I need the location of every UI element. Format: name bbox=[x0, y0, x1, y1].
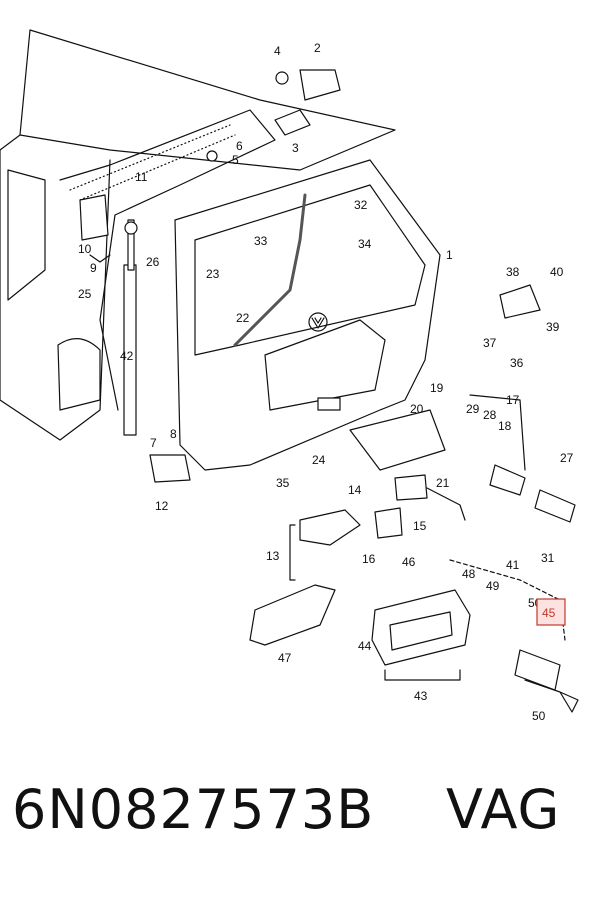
callout-33: 33 bbox=[254, 234, 268, 248]
callout-41: 41 bbox=[506, 558, 520, 572]
callout-19: 19 bbox=[430, 381, 444, 395]
inner-handle bbox=[299, 509, 361, 546]
callout-23: 23 bbox=[206, 267, 220, 281]
part-number: 6N0827573B bbox=[12, 778, 375, 841]
handle-43 bbox=[371, 589, 471, 666]
license-plate-recess bbox=[264, 319, 386, 411]
callout-50-key: 50 bbox=[532, 709, 546, 723]
car-rear-pillar bbox=[59, 109, 276, 411]
callout-45: 45 bbox=[542, 606, 556, 620]
callout-1: 1 bbox=[446, 248, 453, 262]
car-body-side bbox=[0, 134, 111, 441]
highlight-box bbox=[536, 598, 566, 626]
callout-25: 25 bbox=[78, 287, 92, 301]
callout-18: 18 bbox=[498, 419, 512, 433]
lock-bracket-38 bbox=[499, 284, 541, 319]
callout-29: 29 bbox=[466, 402, 480, 416]
car-roof-outline bbox=[19, 29, 396, 171]
callout-17: 17 bbox=[506, 393, 520, 407]
callout-2: 2 bbox=[314, 41, 321, 55]
license-plate bbox=[317, 397, 341, 411]
callout-26: 26 bbox=[146, 255, 160, 269]
key-50 bbox=[524, 679, 579, 713]
callout-39: 39 bbox=[546, 320, 560, 334]
callout-44: 44 bbox=[358, 639, 372, 653]
callout-35: 35 bbox=[276, 476, 290, 490]
hinge-part-2 bbox=[299, 69, 341, 101]
lock-cylinder-27 bbox=[534, 489, 576, 523]
callout-20: 20 bbox=[410, 402, 424, 416]
callout-10: 10 bbox=[78, 242, 92, 256]
callout-labels: 1 2 3 4 5 6 9 10 11 7 8 12 13 14 15 16 1… bbox=[78, 41, 574, 723]
callout-49: 49 bbox=[486, 579, 500, 593]
callout-42: 42 bbox=[120, 349, 134, 363]
highlighted-callout[interactable]: 45 bbox=[536, 598, 566, 626]
tailgate-outline bbox=[174, 159, 441, 471]
car-window-side bbox=[7, 169, 46, 301]
callout-11: 11 bbox=[135, 170, 148, 184]
callout-22: 22 bbox=[236, 311, 250, 325]
wiper-cable bbox=[233, 193, 307, 347]
handle-24 bbox=[349, 409, 446, 471]
brand: VAG bbox=[446, 778, 561, 841]
car-wheel-arch bbox=[57, 338, 101, 411]
callout-12: 12 bbox=[155, 499, 169, 513]
callout-28: 28 bbox=[483, 408, 497, 422]
callout-7: 7 bbox=[150, 436, 157, 450]
callout-32: 32 bbox=[354, 198, 368, 212]
handle-47 bbox=[249, 584, 336, 646]
callout-16: 16 bbox=[362, 552, 376, 566]
switch-21 bbox=[394, 474, 428, 501]
vw-logo bbox=[308, 312, 328, 332]
callout-21: 21 bbox=[436, 476, 450, 490]
callout-4: 4 bbox=[274, 44, 281, 58]
callout-31: 31 bbox=[541, 551, 555, 565]
callout-15: 15 bbox=[413, 519, 427, 533]
callout-8: 8 bbox=[170, 427, 177, 441]
callout-34: 34 bbox=[358, 237, 372, 251]
callout-3: 3 bbox=[292, 141, 299, 155]
callout-46: 46 bbox=[402, 555, 416, 569]
callout-48: 48 bbox=[462, 567, 476, 581]
lock-actuator bbox=[149, 454, 191, 483]
callout-27: 27 bbox=[560, 451, 574, 465]
callout-38: 38 bbox=[506, 265, 520, 279]
callout-13: 13 bbox=[266, 549, 280, 563]
callout-6: 6 bbox=[236, 139, 243, 153]
callout-40: 40 bbox=[550, 265, 564, 279]
lock-cylinder-17 bbox=[489, 464, 526, 496]
callout-9: 9 bbox=[90, 261, 97, 275]
callout-43: 43 bbox=[414, 689, 428, 703]
footer: 6N0827573B VAG bbox=[0, 778, 600, 878]
callout-36: 36 bbox=[510, 356, 524, 370]
tailgate-window bbox=[194, 184, 426, 356]
striker-plate bbox=[79, 194, 109, 241]
callout-14: 14 bbox=[348, 483, 362, 497]
callout-24: 24 bbox=[312, 453, 326, 467]
callout-37: 37 bbox=[483, 336, 497, 350]
callout-5: 5 bbox=[232, 153, 239, 167]
callout-47: 47 bbox=[278, 651, 292, 665]
parts-diagram: 1 2 3 4 5 6 9 10 11 7 8 12 13 14 15 16 1… bbox=[0, 29, 579, 723]
